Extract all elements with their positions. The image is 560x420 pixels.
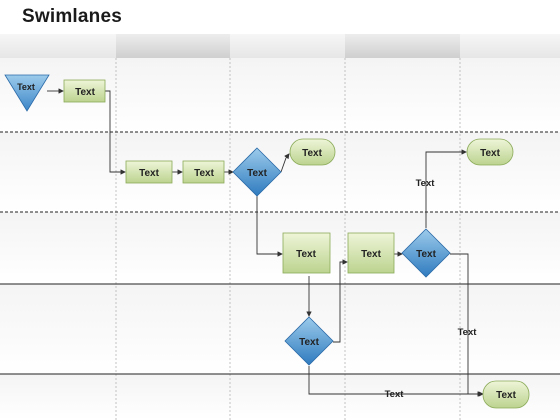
edge-diamond3-box5 — [333, 259, 348, 343]
lane-backgrounds — [0, 58, 560, 420]
start-node-label: Text — [17, 82, 35, 92]
connectors — [47, 88, 484, 397]
process-box-2: Text — [125, 160, 173, 184]
process-box-4: Text — [282, 232, 331, 274]
column-dividers — [115, 58, 461, 420]
terminator-pill-2-label: Text — [480, 148, 500, 159]
process-box-1-label: Text — [75, 87, 95, 98]
start-node: Text — [4, 74, 50, 112]
decision-diamond-2-label: Text — [416, 249, 436, 260]
process-box-4-label: Text — [296, 249, 316, 260]
process-box-3-label: Text — [194, 168, 214, 179]
edge-diamond3-pill3 — [308, 366, 483, 397]
edge-diamond1-pill1 — [280, 153, 290, 173]
lane-separators — [0, 131, 560, 375]
decision-diamond-3-label: Text — [299, 337, 319, 348]
edge-label-to-pill2: Text — [416, 178, 436, 189]
decision-diamond-3: Text — [284, 316, 334, 366]
column-header-band — [0, 34, 560, 58]
edge-diamond2-pill2 — [425, 149, 467, 228]
terminator-pill-3-label: Text — [496, 390, 516, 401]
edge-label-down-right: Text — [458, 327, 478, 338]
edge-box1-box2 — [105, 90, 126, 175]
process-box-5-label: Text — [361, 249, 381, 260]
terminator-pill-2: Text — [466, 138, 514, 166]
edge-label-bottom: Text — [385, 389, 405, 400]
decision-diamond-1-label: Text — [247, 168, 267, 179]
process-box-2-label: Text — [139, 168, 159, 179]
page-title: Swimlanes — [22, 6, 123, 27]
edge-diamond1-box4 — [256, 196, 283, 257]
process-box-3: Text — [182, 160, 225, 184]
decision-diamond-2: Text — [401, 228, 451, 278]
terminator-pill-1-label: Text — [302, 148, 322, 159]
process-box-1: Text — [63, 79, 106, 103]
process-box-5: Text — [347, 232, 395, 274]
decision-diamond-1: Text — [232, 147, 282, 197]
terminator-pill-3: Text — [482, 380, 530, 409]
terminator-pill-1: Text — [289, 138, 336, 166]
